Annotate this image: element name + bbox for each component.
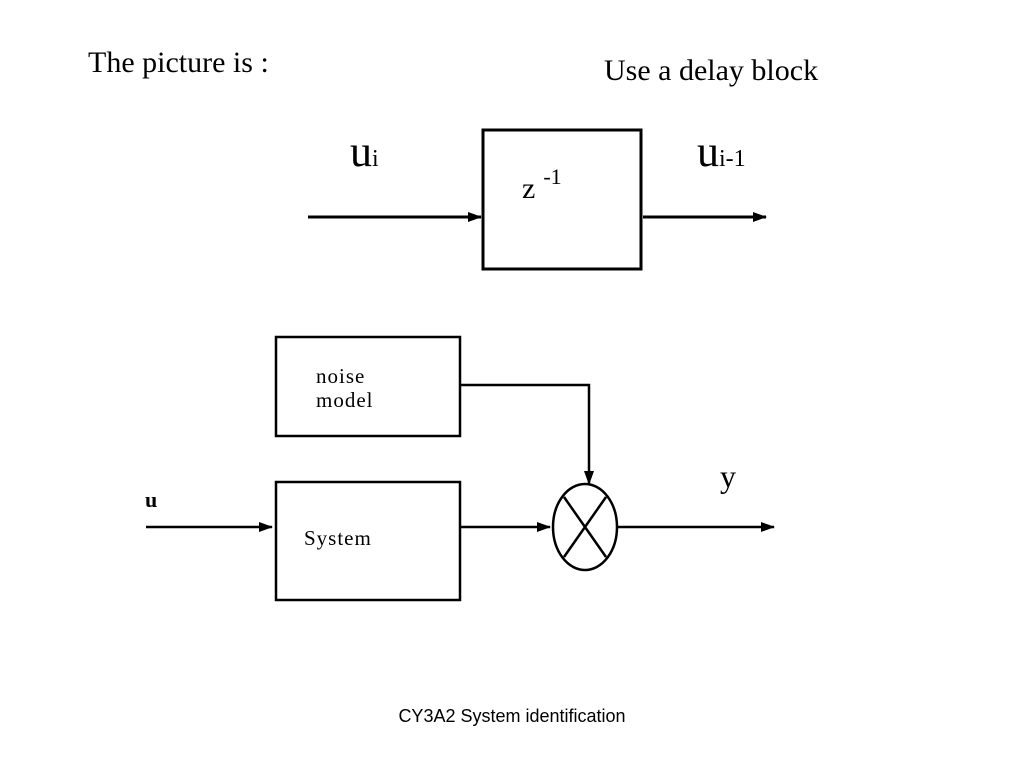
right-heading: Use a delay block: [604, 54, 819, 87]
noise-model-block: [274, 335, 462, 438]
delay-output-subscript: i-1: [719, 146, 746, 172]
summing-junction: [551, 482, 619, 572]
system-label: System: [304, 526, 372, 550]
delay-operator-symbol: z: [522, 172, 536, 205]
system-input-label: u: [145, 487, 158, 512]
delay-input-label: ui: [350, 130, 379, 174]
system-block: [274, 480, 462, 602]
delay-output-label: ui-1: [697, 130, 746, 174]
system-output-label: y: [720, 458, 736, 494]
noise-connection-arrow: [461, 383, 594, 485]
delay-output-symbol: u: [697, 127, 719, 176]
left-heading: The picture is :: [88, 46, 269, 79]
noise-model-line1: noise: [316, 364, 366, 388]
delay-input-subscript: i: [372, 146, 379, 172]
delay-input-symbol: u: [350, 127, 372, 176]
slide-footer: CY3A2 System identification: [398, 706, 626, 726]
delay-operator: z -1: [522, 164, 562, 206]
noise-model-line2: model: [316, 388, 374, 412]
delay-operator-exponent: -1: [543, 164, 562, 189]
noise-model-label: noise model: [316, 364, 374, 412]
delay-block: [481, 128, 643, 271]
